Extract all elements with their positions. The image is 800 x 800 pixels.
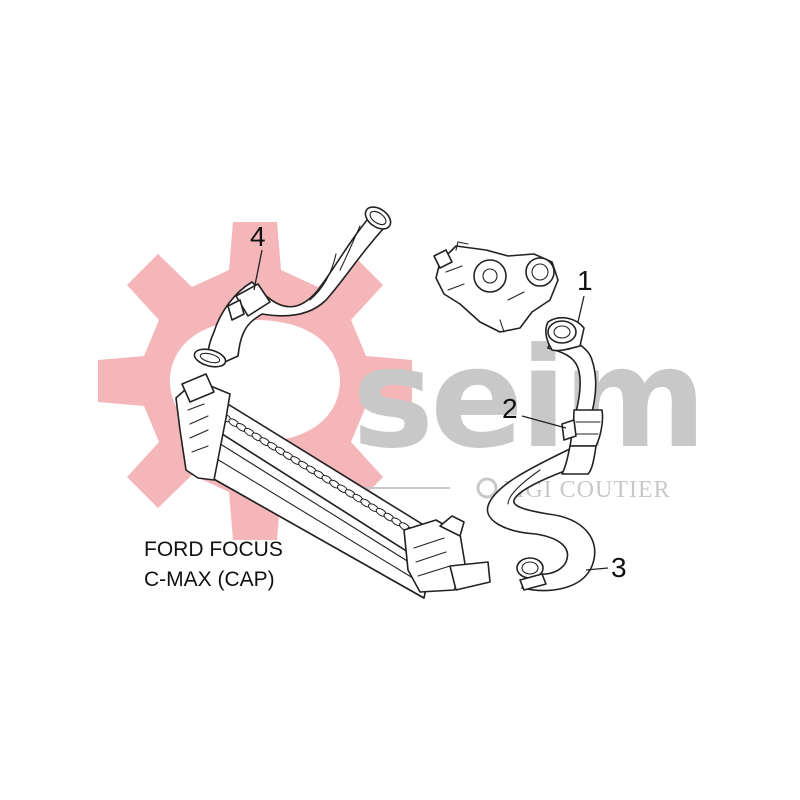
callout-4: 4 [250, 221, 266, 252]
hose-2-clip [561, 419, 577, 441]
watermark: seim MGI COUTIER [98, 222, 707, 540]
intercooler-right-tank-ribs [413, 537, 451, 577]
turbocharger [433, 241, 559, 333]
turbo-wheel [473, 259, 507, 293]
turbo-wheel-hub [482, 268, 498, 284]
gear-shape [98, 222, 412, 540]
intercooler-fin-line-1 [213, 439, 429, 575]
hose-part-3 [449, 445, 596, 592]
callouts: 1 2 3 4 [250, 221, 627, 583]
hose-part-4 [193, 206, 392, 368]
hose-3-clamp [519, 573, 547, 591]
intercooler-fin-line-2 [211, 455, 427, 587]
leader-1 [577, 295, 585, 323]
vehicle-caption: FORD FOCUS C-MAX (CAP) [144, 538, 283, 591]
intercooler-left-bracket [181, 373, 215, 403]
hose-4-top-flange-inner [369, 210, 387, 226]
watermark-brand-text: seim [352, 318, 703, 479]
intercooler-left-tank-ribs [187, 403, 209, 453]
callout-1: 1 [577, 265, 593, 296]
callout-2: 2 [502, 393, 518, 424]
turbo-actuator [433, 249, 453, 269]
caption-line-1: FORD FOCUS [144, 538, 283, 561]
callout-3: 3 [611, 552, 627, 583]
hose-4-clamp [235, 283, 271, 317]
hose-3-contour [507, 469, 541, 505]
leader-lines [253, 249, 609, 571]
turbo-inlet [525, 257, 555, 287]
hose-3-body [486, 445, 596, 592]
leader-4 [253, 249, 263, 291]
caption-line-2: C-MAX (CAP) [144, 568, 275, 591]
hose-1-ring [547, 320, 577, 344]
hose-4-clamp-tab [227, 299, 245, 321]
hose-4-top-flange [364, 206, 392, 230]
leader-2 [521, 415, 567, 429]
hose-3-end-ring-inner [521, 561, 539, 575]
hose-2-sleeve-line [573, 421, 601, 435]
intercooler [175, 373, 467, 599]
hose-part-2 [547, 331, 604, 475]
hose-4-contour-2 [339, 225, 361, 271]
hose-1-ring-inner [553, 325, 571, 339]
watermark-sub-logo-icon [476, 477, 498, 499]
leader-3 [585, 567, 609, 571]
hose-3-outlet [449, 561, 491, 591]
hose-part-1 [545, 316, 585, 352]
hose-4-lower-flange-inner [199, 352, 221, 364]
intercooler-right-bracket [439, 515, 465, 537]
sub-logo-circle [476, 477, 498, 499]
turbo-details [445, 241, 525, 333]
turbo-inlet-inner [531, 263, 549, 281]
pipe-lower-segment [561, 445, 597, 475]
hose-4-contour [309, 253, 337, 301]
